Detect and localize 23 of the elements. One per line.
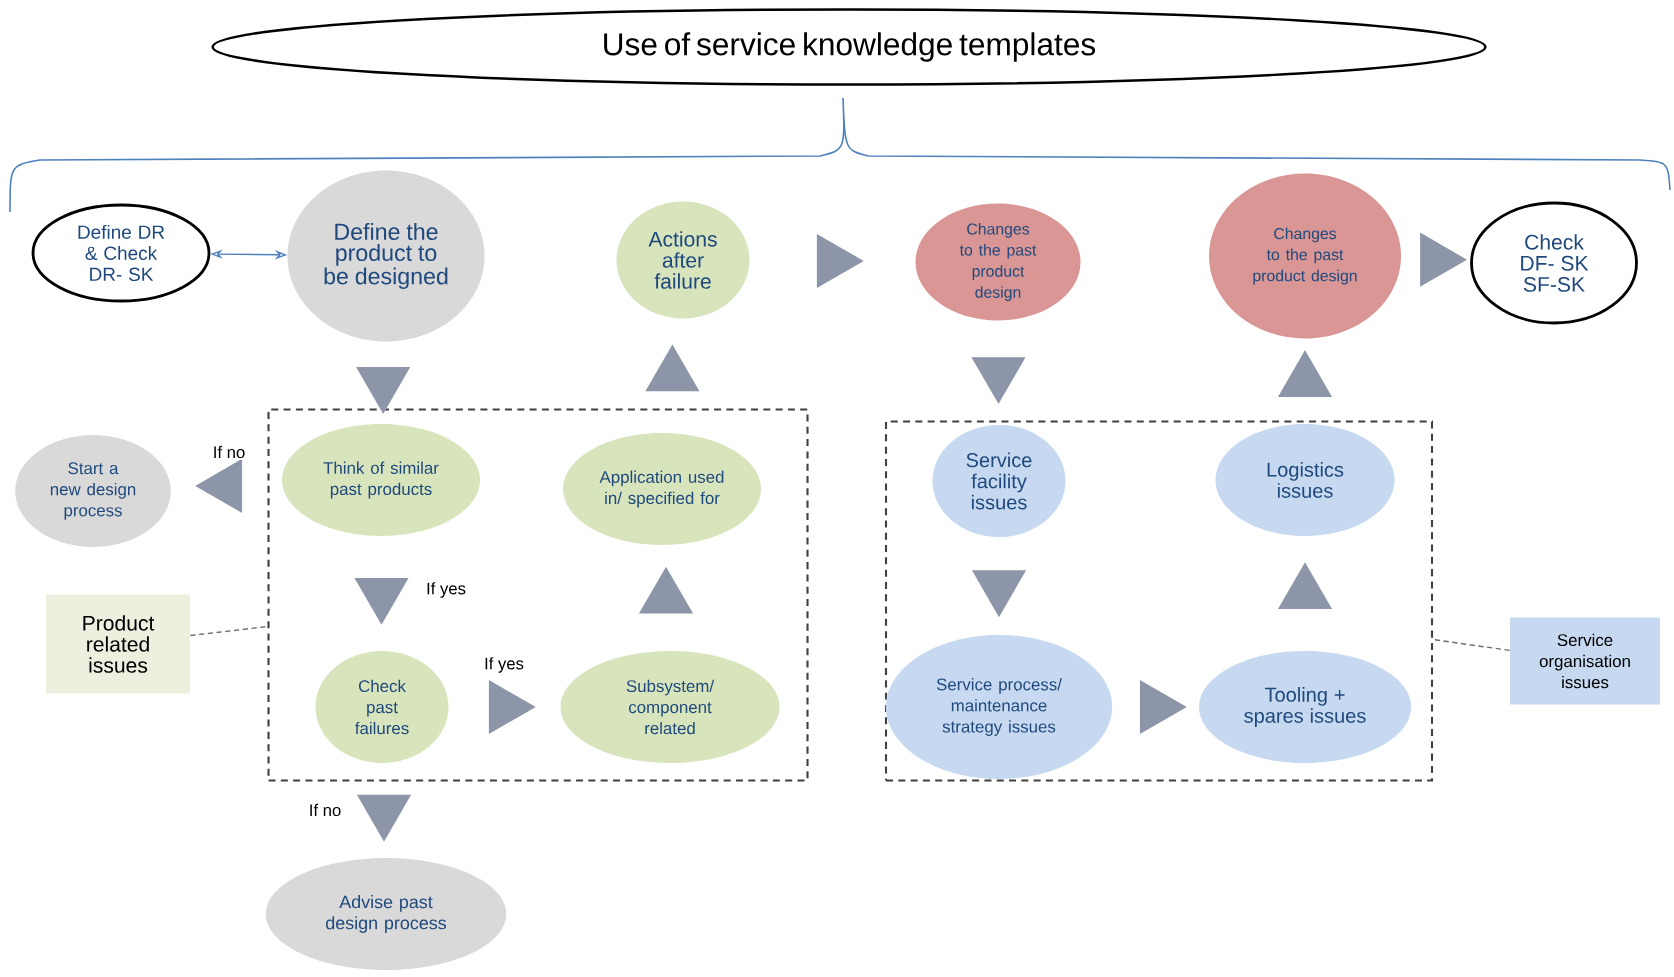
arrow: [971, 570, 1027, 618]
edge-label: If no: [307, 802, 343, 818]
arrow: [195, 458, 243, 513]
leader-line: [1432, 638, 1511, 652]
arrow: [354, 577, 409, 625]
arrow: [356, 794, 412, 842]
arrow: [1420, 232, 1467, 287]
arrow: [971, 357, 1026, 404]
arrow: [1277, 350, 1333, 397]
arrow: [1139, 679, 1187, 735]
edge-label: If yes: [424, 580, 468, 600]
dashed-group-box: [267, 408, 809, 782]
arrow: [645, 344, 700, 392]
arrow: [816, 233, 864, 288]
edge-label: If yes: [482, 655, 526, 675]
arrow: [488, 679, 536, 735]
note-box: Service organisation issues: [1510, 617, 1660, 705]
dashed-group-box: [884, 420, 1434, 782]
arrow: [1277, 562, 1333, 610]
edge-label: If no: [211, 444, 247, 460]
arrow: [356, 367, 411, 414]
note-box: Product related issues: [46, 594, 190, 694]
arrow: [638, 566, 694, 614]
